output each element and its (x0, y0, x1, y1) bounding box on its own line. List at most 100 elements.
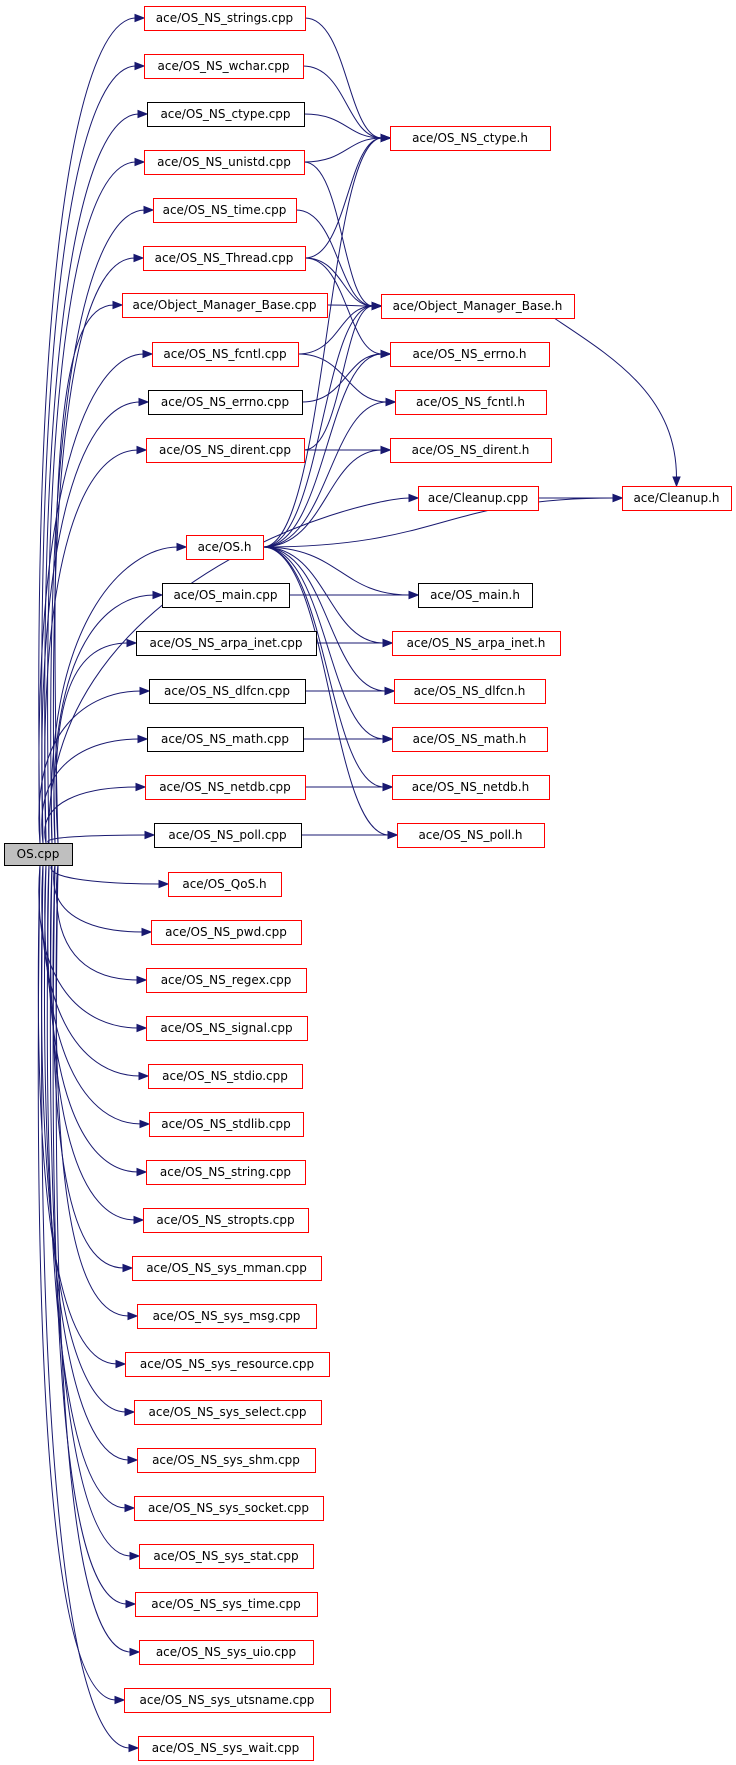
edge-ns_poll_cpp-to-ns_poll_h (300, 830, 399, 840)
node-ns-string-cpp[interactable]: ace/OS_NS_string.cpp (146, 1160, 306, 1185)
node-ns-stdlib-cpp[interactable]: ace/OS_NS_stdlib.cpp (149, 1112, 304, 1137)
edge-os_cpp-to-ns_dirent_cpp (44, 445, 148, 844)
node-ns-netdb-cpp[interactable]: ace/OS_NS_netdb.cpp (145, 775, 306, 800)
node-ns-ctype-h[interactable]: ace/OS_NS_ctype.h (390, 126, 551, 151)
node-cleanup-h[interactable]: ace/Cleanup.h (622, 486, 732, 511)
edge-line (52, 864, 128, 1605)
edge-os_cpp-to-ns_sys_time_cpp (52, 864, 137, 1609)
node-ns-poll-h[interactable]: ace/OS_NS_poll.h (397, 823, 545, 848)
node-ns-sys-socket-cpp[interactable]: ace/OS_NS_sys_socket.cpp (134, 1496, 324, 1521)
node-ns-dirent-h[interactable]: ace/OS_NS_dirent.h (390, 438, 552, 463)
node-box (143, 246, 306, 271)
node-ns-sys-uio-cpp[interactable]: ace/OS_NS_sys_uio.cpp (139, 1640, 314, 1665)
node-box (147, 102, 305, 127)
edge-line (303, 113, 383, 139)
node-box (151, 920, 302, 945)
node-box (144, 150, 305, 175)
node-ns-sys-time-cpp[interactable]: ace/OS_NS_sys_time.cpp (135, 1592, 318, 1617)
node-ns-ctype-cpp[interactable]: ace/OS_NS_ctype.cpp (147, 102, 305, 127)
node-label: ace/OS_NS_arpa_inet.h (407, 636, 546, 650)
node-ns-dirent-cpp[interactable]: ace/OS_NS_dirent.cpp (146, 438, 305, 463)
edge-line (262, 401, 388, 548)
edge-line (304, 257, 374, 307)
node-ns-sys-shm-cpp[interactable]: ace/OS_NS_sys_shm.cpp (137, 1448, 316, 1473)
edge-line (302, 65, 383, 139)
node-label: ace/OS_NS_pwd.cpp (165, 925, 287, 939)
edge-os_cpp-to-ns_sys_mman_cpp (52, 864, 134, 1273)
node-ns-fcntl-cpp[interactable]: ace/OS_NS_fcntl.cpp (152, 342, 299, 367)
node-ns-strings-cpp[interactable]: ace/OS_NS_strings.cpp (144, 6, 306, 31)
node-ns-sys-resource-cpp[interactable]: ace/OS_NS_sys_resource.cpp (125, 1352, 330, 1377)
node-ns-sys-mman-cpp[interactable]: ace/OS_NS_sys_mman.cpp (132, 1256, 322, 1281)
edge-line (52, 257, 136, 844)
node-ns-sys-select-cpp[interactable]: ace/OS_NS_sys_select.cpp (134, 1400, 322, 1425)
edge-line (55, 642, 129, 844)
node-cleanup-cpp[interactable]: ace/Cleanup.cpp (418, 486, 539, 511)
node-box (146, 438, 305, 463)
arrowhead (387, 830, 399, 840)
edge-os_cpp-to-ns_dlfcn_cpp (38, 686, 151, 844)
node-box (148, 390, 303, 415)
node-os-qos-h[interactable]: ace/OS_QoS.h (168, 872, 282, 897)
node-box (390, 342, 550, 367)
node-ns-sys-wait-cpp[interactable]: ace/OS_NS_sys_wait.cpp (138, 1736, 314, 1761)
node-box (392, 727, 548, 752)
node-ns-errno-h[interactable]: ace/OS_NS_errno.h (390, 342, 550, 367)
edge-line (262, 546, 411, 596)
edge-os_cpp-to-ns_arpa_inet_cpp (55, 638, 138, 844)
arrowhead (124, 1407, 136, 1417)
node-ns-stdio-cpp[interactable]: ace/OS_NS_stdio.cpp (148, 1064, 303, 1089)
node-ns-dlfcn-cpp[interactable]: ace/OS_NS_dlfcn.cpp (149, 679, 306, 704)
node-ns-netdb-h[interactable]: ace/OS_NS_netdb.h (392, 775, 550, 800)
node-ns-unistd-cpp[interactable]: ace/OS_NS_unistd.cpp (144, 150, 305, 175)
node-os-h[interactable]: ace/OS.h (186, 535, 264, 560)
node-os-main-cpp[interactable]: ace/OS_main.cpp (162, 583, 290, 608)
node-label: ace/OS_NS_dlfcn.cpp (164, 684, 290, 698)
node-omb-h[interactable]: ace/Object_Manager_Base.h (381, 294, 575, 319)
node-ns-sys-stat-cpp[interactable]: ace/OS_NS_sys_stat.cpp (139, 1544, 314, 1569)
arrowhead (136, 975, 148, 985)
edge-line (47, 161, 137, 844)
arrowhead (144, 830, 156, 840)
edge-line (303, 305, 374, 451)
node-label: ace/OS.h (198, 540, 252, 554)
edge-line (46, 864, 127, 1509)
node-ns-arpa-inet-h[interactable]: ace/OS_NS_arpa_inet.h (392, 631, 561, 656)
node-box (395, 390, 547, 415)
node-omb-cpp[interactable]: ace/Object_Manager_Base.cpp (122, 293, 328, 318)
edge-line (304, 257, 383, 355)
edge-os_cpp-to-ns_time_cpp (50, 205, 155, 844)
edge-line (53, 864, 144, 933)
node-ns-wchar-cpp[interactable]: ace/OS_NS_wchar.cpp (144, 54, 304, 79)
edge-os_cpp-to-ns_ctype_cpp (44, 109, 149, 844)
node-box (134, 1400, 322, 1425)
node-ns-dlfcn-h[interactable]: ace/OS_NS_dlfcn.h (394, 679, 546, 704)
node-ns-sys-msg-cpp[interactable]: ace/OS_NS_sys_msg.cpp (137, 1304, 317, 1329)
node-ns-sys-utsname-cpp[interactable]: ace/OS_NS_sys_utsname.cpp (124, 1688, 331, 1713)
node-ns-math-h[interactable]: ace/OS_NS_math.h (392, 727, 548, 752)
node-ns-pwd-cpp[interactable]: ace/OS_NS_pwd.cpp (151, 920, 302, 945)
node-ns-poll-cpp[interactable]: ace/OS_NS_poll.cpp (154, 823, 302, 848)
arrowhead (127, 1311, 139, 1321)
node-ns-signal-cpp[interactable]: ace/OS_NS_signal.cpp (146, 1016, 308, 1041)
edge-os_cpp-to-ns_sys_uio_cpp (55, 864, 141, 1657)
node-ns-regex-cpp[interactable]: ace/OS_NS_regex.cpp (146, 968, 307, 993)
node-ns-errno-cpp[interactable]: ace/OS_NS_errno.cpp (148, 390, 303, 415)
node-label: ace/OS_NS_errno.cpp (161, 395, 289, 409)
edge-line (297, 353, 388, 403)
node-box (147, 727, 304, 752)
node-label: ace/OS_NS_sys_time.cpp (151, 1597, 300, 1611)
node-ns-math-cpp[interactable]: ace/OS_NS_math.cpp (147, 727, 304, 752)
arrowhead (114, 1695, 126, 1705)
node-ns-stropts-cpp[interactable]: ace/OS_NS_stropts.cpp (143, 1208, 309, 1233)
node-box (397, 823, 545, 848)
node-ns-fcntl-h[interactable]: ace/OS_NS_fcntl.h (395, 390, 547, 415)
edge-os_h-to-ns_errno_h (262, 349, 392, 548)
node-os-main-h[interactable]: ace/OS_main.h (418, 583, 533, 608)
edge-line (262, 305, 374, 548)
node-label: ace/OS_NS_dlfcn.h (414, 684, 526, 698)
node-ns-thread-cpp[interactable]: ace/OS_NS_Thread.cpp (143, 246, 306, 271)
node-ns-time-cpp[interactable]: ace/OS_NS_time.cpp (153, 198, 297, 223)
node-ns-arpa-inet-cpp[interactable]: ace/OS_NS_arpa_inet.cpp (136, 631, 317, 656)
